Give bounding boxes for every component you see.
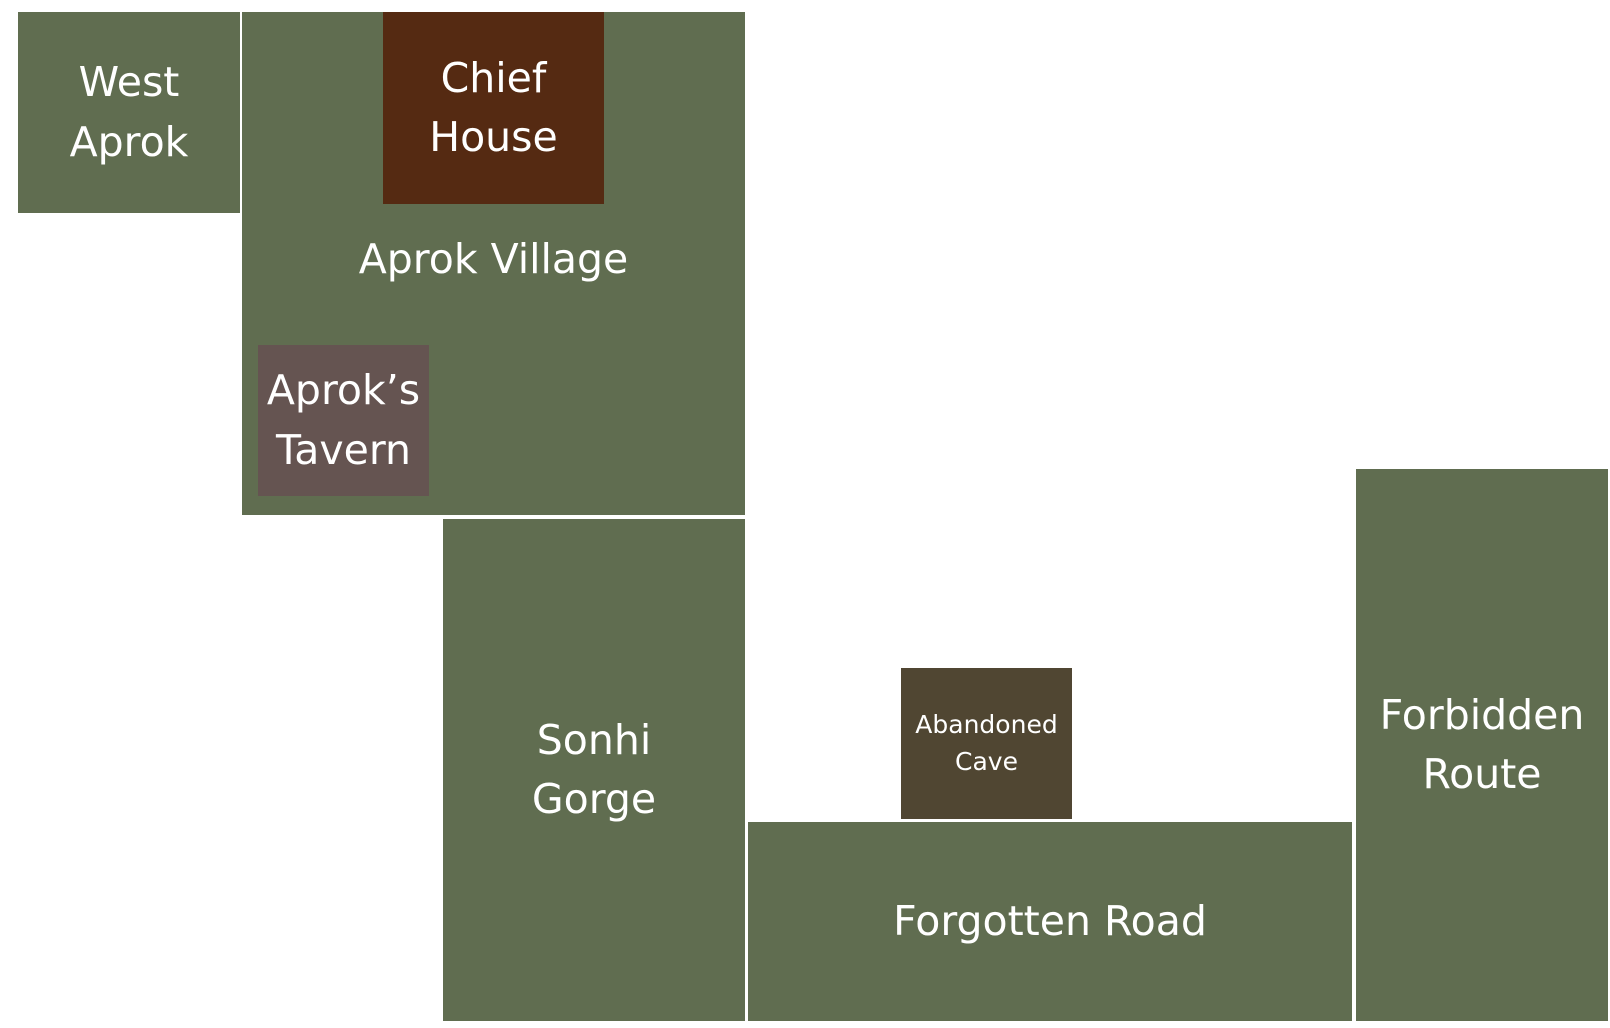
region-forgotten-road[interactable]: Forgotten Road [748,822,1352,1021]
region-west-aprok[interactable]: West Aprok [18,12,240,213]
region-label-aprok-village: Aprok Village [358,235,629,283]
region-label-chief-house: Chief House [429,53,558,161]
region-chief-house[interactable]: Chief House [383,12,604,204]
region-label-forgotten-road: Forgotten Road [893,896,1207,945]
region-aproks-tavern[interactable]: Aprok’s Tavern [258,345,429,496]
region-forbidden-route[interactable]: Forbidden Route [1356,469,1608,1021]
region-label-abandoned-cave: Abandoned Cave [915,710,1058,776]
region-label-forbidden-route: Forbidden Route [1379,690,1585,798]
region-label-sonhi-gorge: Sonhi Gorge [531,715,657,823]
region-label-west-aprok: West Aprok [69,58,189,166]
region-abandoned-cave[interactable]: Abandoned Cave [901,668,1072,819]
region-sonhi-gorge[interactable]: Sonhi Gorge [443,519,745,1021]
region-label-aproks-tavern: Aprok’s Tavern [266,366,421,474]
